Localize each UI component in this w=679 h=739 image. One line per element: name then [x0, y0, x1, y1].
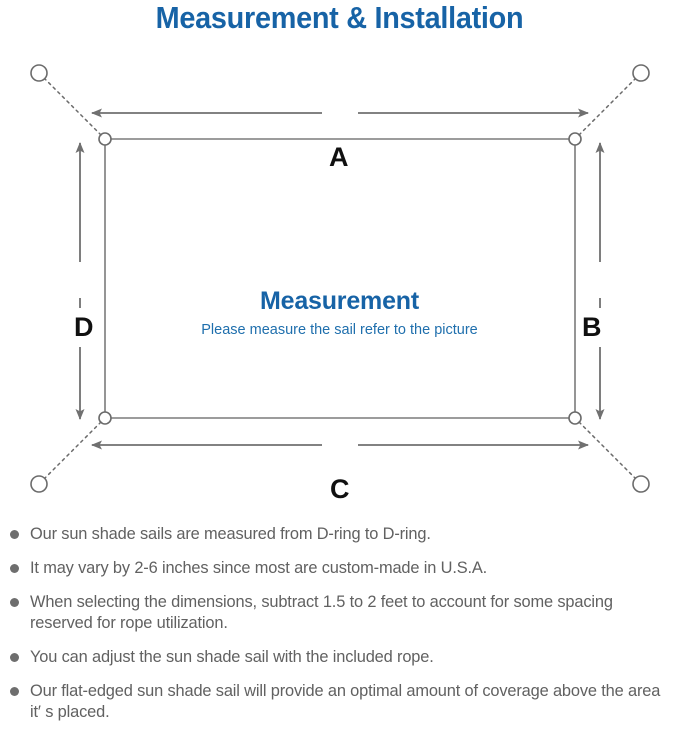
bullet-dot-icon — [10, 653, 19, 662]
anchor-point-top-right — [632, 64, 650, 82]
dimension-label-a: A — [322, 144, 356, 171]
note-text: It may vary by 2-6 inches since most are… — [30, 559, 488, 577]
anchor-point-top-left — [30, 64, 48, 82]
bullet-dot-icon — [10, 564, 19, 573]
anchor-point-bottom-left — [30, 475, 48, 493]
note-text: You can adjust the sun shade sail with t… — [30, 648, 434, 666]
page-title: Measurement & Installation — [155, 0, 524, 35]
bullet-dot-icon — [10, 687, 19, 696]
note-text: Our flat-edged sun shade sail will provi… — [30, 682, 661, 721]
dimension-label-c: C — [323, 476, 357, 503]
note-text: When selecting the dimensions, subtract … — [30, 593, 613, 632]
rope-line-bottom-right — [578, 421, 637, 480]
dimension-label-d: D — [70, 308, 98, 347]
bullet-dot-icon — [10, 598, 19, 607]
d-ring-top-left — [98, 132, 112, 146]
list-item: Our flat-edged sun shade sail will provi… — [0, 681, 679, 723]
sail-measurement-diagram: A B C D Measurement Please measure the s… — [0, 46, 679, 516]
diagram-svg — [30, 64, 650, 493]
sail-rectangle — [104, 138, 576, 419]
note-text: Our sun shade sails are measured from D-… — [30, 525, 431, 543]
anchor-point-bottom-right — [632, 475, 650, 493]
rope-line-top-right — [578, 77, 637, 136]
dimension-label-b: B — [578, 308, 606, 347]
d-ring-bottom-right — [568, 411, 582, 425]
d-ring-top-right — [568, 132, 582, 146]
d-ring-bottom-left — [98, 411, 112, 425]
rope-line-bottom-left — [43, 421, 102, 480]
rope-line-top-left — [43, 77, 102, 136]
list-item: When selecting the dimensions, subtract … — [0, 592, 679, 634]
list-item: You can adjust the sun shade sail with t… — [0, 647, 679, 668]
notes-list: Our sun shade sails are measured from D-… — [0, 524, 679, 736]
list-item: It may vary by 2-6 inches since most are… — [0, 558, 679, 579]
list-item: Our sun shade sails are measured from D-… — [0, 524, 679, 545]
bullet-dot-icon — [10, 530, 19, 539]
